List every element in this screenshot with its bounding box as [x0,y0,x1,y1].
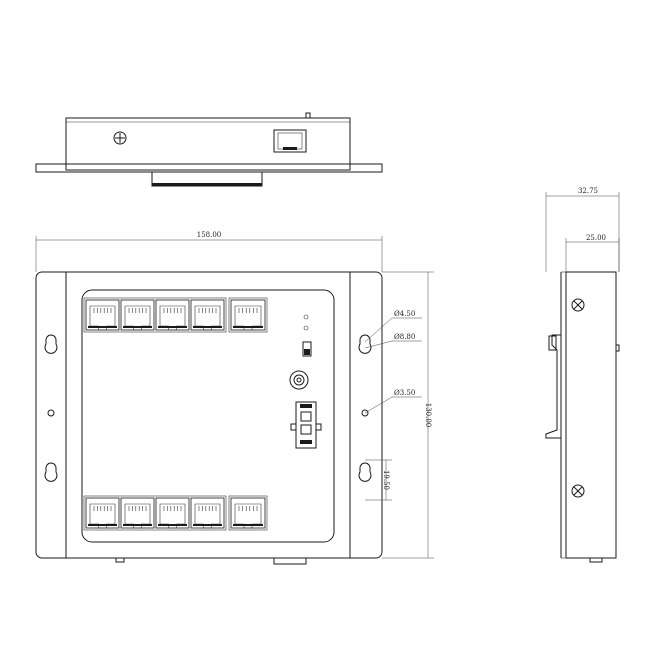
dimensions: 158.00 130.00 Ø4.50 Ø8.80 Ø3.50 19.50 32… [35,187,620,559]
dim-overall-width: 158.00 [197,231,222,239]
rj45-port [120,299,155,331]
rj45-port [190,497,225,529]
dim-hole-round: Ø3.50 [394,389,415,397]
power-terminal-block [290,401,322,449]
left-keyhole-bottom [44,462,58,482]
front-view-body [65,271,351,559]
right-keyhole-bottom [358,462,372,482]
front-view [35,271,383,565]
top-view-body [65,117,351,171]
dip-switch [302,341,312,357]
bottom-connector [273,557,307,565]
dim-hole-small: Ø4.50 [394,310,415,318]
dim-overall-height: 130.00 [424,403,432,428]
rj45-ports-bottom [83,495,268,531]
rj45-port [190,299,225,331]
ground-terminal-icon [289,370,309,390]
bottom-screw [115,557,125,563]
rj45-ports-top [83,297,268,333]
top-view-sfp-port [273,129,307,153]
rj45-port [230,497,266,529]
side-screw-top-icon [571,298,585,312]
rj45-port [85,497,120,529]
top-view-screw-icon [113,131,127,145]
right-mount-hole [361,409,369,417]
rj45-port [120,497,155,529]
front-view-panel [81,289,335,543]
top-view [35,112,383,187]
rj45-port [155,299,190,331]
dim-side-body-depth: 25.00 [586,234,606,242]
rj45-port [85,299,120,331]
rj45-port [230,299,266,331]
rj45-port [155,497,190,529]
dim-side-depth: 32.75 [578,187,598,195]
left-mount-hole [47,409,55,417]
left-keyhole-top [44,334,58,354]
side-screw-bottom-icon [571,484,585,498]
dim-hole-large: Ø8.80 [394,333,415,341]
side-view [545,271,620,563]
side-din-clip [545,334,561,439]
side-view-body [565,271,617,559]
right-keyhole-top [358,334,372,354]
led-indicator [303,314,309,320]
dim-slot-length: 19.50 [382,470,390,490]
led-indicator [303,325,309,331]
top-view-flange [35,163,383,173]
